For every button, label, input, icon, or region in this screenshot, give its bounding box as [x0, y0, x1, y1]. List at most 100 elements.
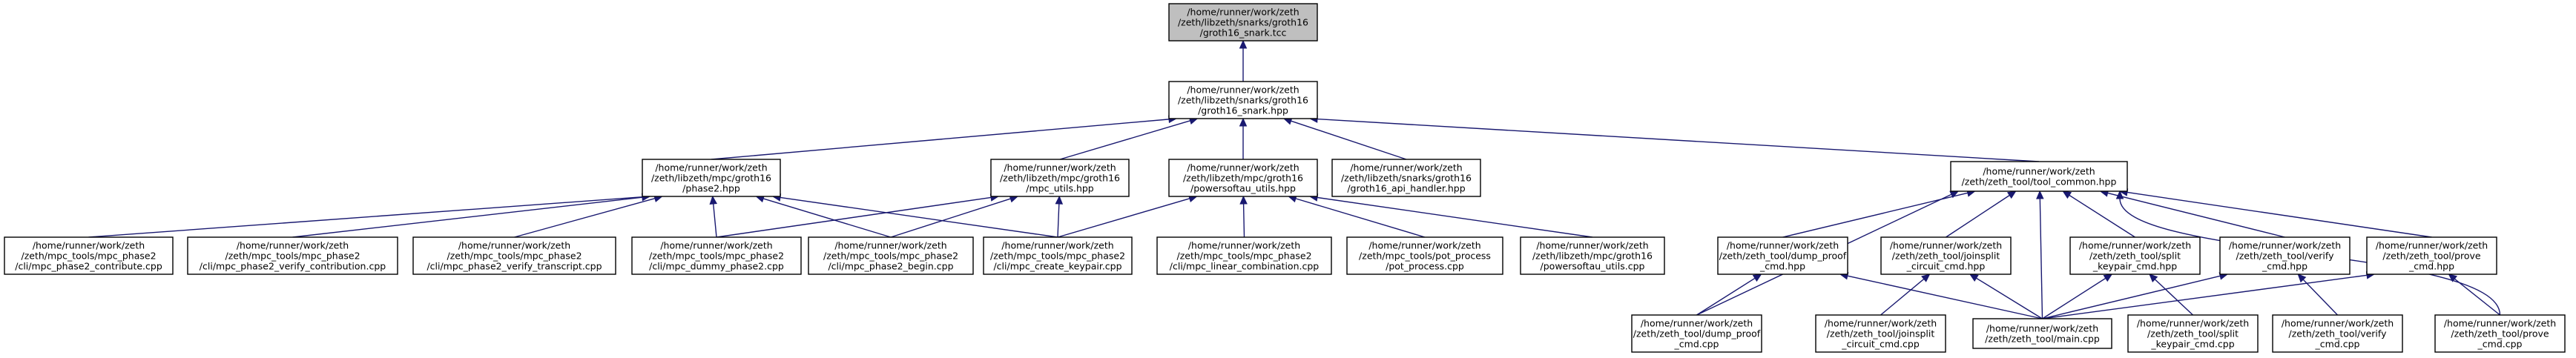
node-box: [1950, 161, 2128, 192]
graph-node[interactable]: /home/runner/work/zeth/zeth/mpc_tools/mp…: [808, 236, 974, 275]
edge-arrowhead: [2006, 190, 2017, 199]
graph-node[interactable]: /home/runner/work/zeth/zeth/mpc_tools/mp…: [412, 236, 616, 275]
graph-node[interactable]: /home/runner/work/zeth/zeth/libzeth/snar…: [1168, 81, 1318, 119]
edges-layer: [88, 39, 2501, 319]
dependency-edge: [2448, 274, 2500, 316]
node-box: [2127, 314, 2259, 353]
graph-node[interactable]: /home/runner/work/zeth/zeth/zeth_tool/sp…: [2069, 236, 2201, 275]
node-label-line: /home/runner/work/zeth: [2137, 318, 2249, 329]
edge-line: [1291, 120, 1407, 160]
node-box: [1156, 236, 1332, 275]
edge-line: [890, 198, 1011, 238]
node-label-line: /home/runner/work/zeth: [237, 240, 349, 251]
node-label-line: /zeth/mpc_tools/mpc_phase2: [1176, 251, 1311, 262]
graph-node[interactable]: /home/runner/work/zeth/zeth/zeth_tool/ve…: [2219, 236, 2351, 275]
dependency-edge: [1839, 272, 2043, 319]
graph-node[interactable]: /home/runner/work/zeth/zeth/libzeth/mpc/…: [642, 159, 781, 197]
edge-line: [514, 197, 656, 238]
graph-node[interactable]: /home/runner/work/zeth/zeth/zeth_tool/ve…: [2272, 314, 2403, 353]
node-label-line: /cli/mpc_linear_combination.cpp: [1170, 261, 1319, 272]
node-box: [2069, 236, 2201, 275]
node-box: [1880, 236, 2012, 275]
node-label-line: /home/runner/work/zeth: [1983, 166, 2095, 177]
node-label-line: /home/runner/work/zeth: [1368, 240, 1480, 251]
graph-node[interactable]: /home/runner/work/zeth/zeth/mpc_tools/mp…: [187, 236, 398, 275]
graph-node[interactable]: /home/runner/work/zeth/zeth/libzeth/mpc/…: [1520, 236, 1665, 275]
dependency-edge: [1239, 195, 1248, 238]
node-label-line: /zeth/zeth_tool/main.cpp: [1985, 334, 2100, 345]
node-label-line: /home/runner/work/zeth: [655, 162, 767, 173]
edge-arrowhead: [2062, 190, 2072, 199]
node-box: [1972, 318, 2112, 349]
node-label-line: /home/runner/work/zeth: [1727, 240, 1839, 251]
graph-node[interactable]: /home/runner/work/zeth/zeth/zeth_tool/ma…: [1972, 318, 2112, 349]
dependency-edge: [2042, 274, 2113, 319]
edge-line: [2069, 194, 2135, 238]
graph-node[interactable]: /home/runner/work/zeth/zeth/mpc_tools/mp…: [631, 236, 802, 275]
edge-line: [2454, 278, 2500, 316]
node-label-line: /zeth/mpc_tools/mpc_phase2: [447, 251, 582, 262]
edge-line: [2107, 192, 2285, 238]
edge-line: [1847, 275, 2043, 319]
graph-node[interactable]: /home/runner/work/zeth/zeth/mpc_tools/mp…: [983, 236, 1133, 275]
dependency-edge: [755, 194, 892, 238]
node-label-line: /mpc_utils.hpp: [1026, 183, 1094, 194]
edge-line: [2127, 191, 2432, 238]
graph-node[interactable]: /home/runner/work/zeth/zeth/zeth_tool/jo…: [1815, 314, 1946, 353]
dependency-edge: [1308, 115, 2040, 162]
node-label-line: /zeth/libzeth/mpc/groth16: [1183, 173, 1303, 184]
dependency-edge: [514, 194, 663, 238]
dependency-edge: [1055, 195, 1064, 238]
edge-arrowhead: [2103, 274, 2113, 282]
edge-line: [713, 203, 717, 238]
edge-arrowhead: [2149, 274, 2158, 283]
edge-arrowhead: [1921, 274, 1931, 282]
node-box: [1717, 236, 1848, 275]
graph-node[interactable]: /home/runner/work/zeth/zeth/mpc_tools/mp…: [1156, 236, 1332, 275]
node-label-line: _cmd.cpp: [2315, 339, 2360, 350]
node-label-line: /zeth/zeth_tool/prove: [2451, 328, 2549, 339]
node-label-line: /cli/mpc_create_keypair.cpp: [993, 261, 1121, 272]
node-label-line: /home/runner/work/zeth: [1350, 162, 1462, 173]
graph-node[interactable]: /home/runner/work/zeth/zeth/zeth_tool/du…: [1717, 236, 1848, 275]
graph-node[interactable]: /home/runner/work/zeth/zeth/mpc_tools/mp…: [4, 236, 174, 275]
edge-line: [1295, 198, 1426, 238]
node-label-line: /home/runner/work/zeth: [458, 240, 570, 251]
graph-node[interactable]: /home/runner/work/zeth/zeth/mpc_tools/po…: [1346, 236, 1503, 275]
graph-node[interactable]: /home/runner/work/zeth/zeth/libzeth/mpc/…: [1168, 159, 1318, 197]
nodes-layer: /home/runner/work/zeth/zeth/libzeth/snar…: [4, 3, 2566, 353]
edge-line: [2039, 198, 2043, 319]
node-label-line: /zeth/zeth_tool/dump_proof: [1719, 251, 1847, 262]
node-box: [2366, 236, 2497, 275]
graph-node[interactable]: /home/runner/work/zeth/zeth/zeth_tool/sp…: [2127, 314, 2259, 353]
node-label-line: /powersoftau_utils.hpp: [1190, 183, 1296, 194]
graph-node[interactable]: /home/runner/work/zeth/zeth/zeth_tool/jo…: [1880, 236, 2012, 275]
node-label-line: /home/runner/work/zeth: [1188, 240, 1300, 251]
node-label-line: /home/runner/work/zeth: [1187, 162, 1299, 173]
edge-line: [716, 196, 992, 238]
dependency-edge: [2297, 274, 2339, 316]
edge-line: [1782, 192, 1969, 238]
dependency-edge: [2036, 190, 2044, 319]
node-label-line: /home/runner/work/zeth: [2376, 240, 2488, 251]
node-label-line: /home/runner/work/zeth: [1001, 240, 1113, 251]
dependency-edge: [2149, 274, 2193, 316]
node-label-line: /cli/mpc_phase2_verify_contribution.cpp: [200, 261, 386, 272]
graph-node[interactable]: /home/runner/work/zeth/zeth/libzeth/mpc/…: [990, 159, 1130, 197]
graph-node[interactable]: /home/runner/work/zeth/zeth/zeth_tool/pr…: [2366, 236, 2497, 275]
graph-node[interactable]: /home/runner/work/zeth/zeth/zeth_tool/to…: [1950, 161, 2128, 192]
node-label-line: /home/runner/work/zeth: [1986, 323, 2098, 334]
node-label-line: /cli/mpc_dummy_phase2.cpp: [649, 261, 784, 272]
graph-node[interactable]: /home/runner/work/zeth/zeth/zeth_tool/du…: [1631, 314, 1762, 353]
graph-node[interactable]: /home/runner/work/zeth/zeth/zeth_tool/pr…: [2434, 314, 2566, 353]
node-label-line: /home/runner/work/zeth: [834, 240, 946, 251]
edge-line: [2302, 279, 2339, 316]
node-label-line: /zeth/mpc_tools/pot_process: [1359, 251, 1491, 262]
node-label-line: /home/runner/work/zeth: [1004, 162, 1116, 173]
dependency-edge: [771, 193, 1058, 238]
node-label-line: /home/runner/work/zeth: [1536, 240, 1648, 251]
graph-node[interactable]: /home/runner/work/zeth/zeth/libzeth/snar…: [1331, 159, 1481, 197]
edge-arrowhead: [709, 195, 717, 205]
edge-arrowhead: [1055, 195, 1064, 205]
